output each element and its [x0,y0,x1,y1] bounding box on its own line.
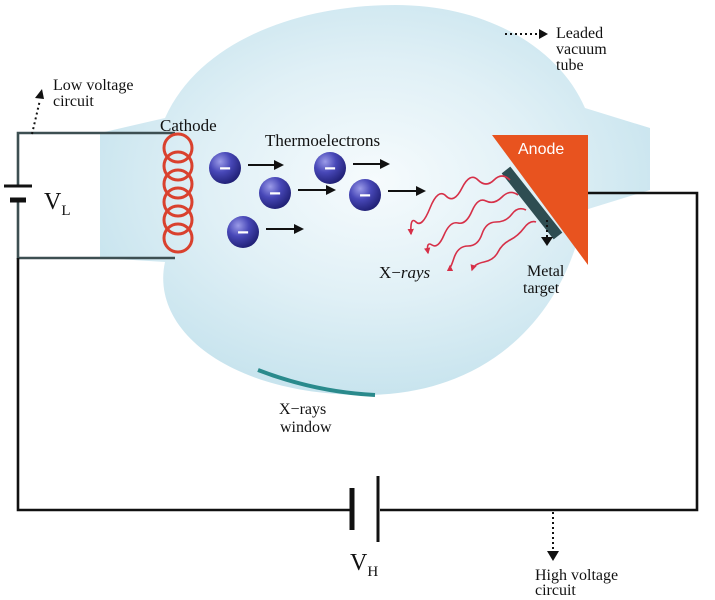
high-voltage-wire-right [380,191,699,512]
circuit-wires [16,131,699,512]
cathode-coil [162,132,194,254]
xrays-label: X−rays [379,263,431,282]
electron-icon: − [209,152,284,184]
battery-vh: VH [349,476,380,580]
svg-text:−: − [237,222,249,244]
anode-label: Anode [518,141,564,158]
electrons: − − − − − [209,152,426,248]
svg-text:−: − [359,185,371,207]
battery-vl: VL [4,184,71,219]
wavy-ray-icon [470,220,537,272]
electron-icon: − [227,216,304,248]
cathode-label: Cathode [160,116,217,135]
electron-icon: − [314,152,390,184]
wavy-ray-icon [446,207,527,272]
xrays [407,175,537,272]
vl-label: VL [44,189,71,219]
electron-icon: − [349,179,426,211]
low-voltage-wire-top [16,131,100,185]
metal-target [501,166,563,240]
thermoelectrons-label: Thermoelectrons [265,131,380,150]
xrays-window [257,368,376,397]
svg-text:−: − [324,158,336,180]
dotted-pointer-arrow-icon [31,99,41,135]
vh-label: VH [350,550,378,580]
electron-icon: − [259,177,336,209]
anode: Anode [492,135,588,265]
svg-text:−: − [269,183,281,205]
wavy-ray-icon [424,191,519,255]
wavy-ray-icon [407,175,511,236]
svg-text:−: − [219,158,231,180]
high-voltage-wire-left [16,258,352,512]
